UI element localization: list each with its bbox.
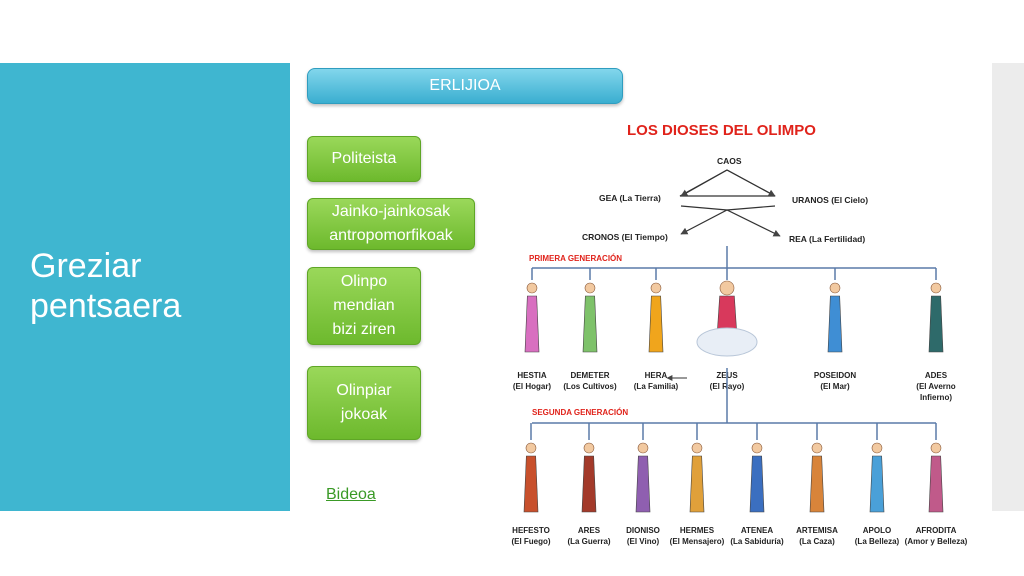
god-hera-figure [648, 295, 664, 353]
god-apolo-name: APOLO [863, 526, 891, 535]
god-atenea-head [751, 442, 763, 454]
god-poseidon-name: POSEIDON [814, 371, 856, 380]
god-atenea-role: (La Sabiduría) [730, 537, 784, 546]
god-dioniso-role: (El Vino) [627, 537, 660, 546]
antropomorfikoak-label: Jainko-jainkosak antropomorfikoak [329, 203, 453, 244]
god-artemisa-role: (La Caza) [799, 537, 835, 546]
god-poseidon-head [829, 282, 841, 294]
god-poseidon-figure [827, 295, 843, 353]
god-hermes-role: (El Mensajero) [670, 537, 725, 546]
olinpiar-jokoak-button[interactable]: Olinpiar jokoak [307, 366, 421, 440]
slide-title: Greziar pentsaera [30, 246, 181, 326]
god-hestia-figure [524, 295, 540, 353]
god-hestia-head [526, 282, 538, 294]
god-ades-figure [928, 295, 944, 353]
god-ades-role: (El Averno [916, 382, 956, 391]
god-dioniso-name: DIONISO [626, 526, 660, 535]
node-gea: GEA (La Tierra) [599, 193, 661, 203]
god-hera-role: (La Familia) [634, 382, 679, 391]
god-artemisa-head [811, 442, 823, 454]
arrow-to-rea [680, 205, 781, 237]
god-afrodita-role: (Amor y Belleza) [905, 537, 968, 546]
god-hestia-role: (El Hogar) [513, 382, 552, 391]
god-ares-name: ARES [578, 526, 601, 535]
god-demeter-figure [582, 295, 598, 353]
god-atenea-name: ATENEA [741, 526, 774, 535]
slide-title-line-2: pentsaera [30, 287, 182, 325]
node-cronos: CRONOS (El Tiempo) [582, 232, 668, 242]
node-caos: CAOS [717, 156, 742, 166]
caos-triangle [679, 169, 776, 197]
god-apolo-head [871, 442, 883, 454]
slide-title-line-1: Greziar [30, 247, 142, 285]
god-atenea-figure [749, 455, 765, 513]
arrow-caos-gea [680, 169, 728, 197]
god-apolo-role: (La Belleza) [855, 537, 900, 546]
god-apolo-figure [869, 455, 885, 513]
god-hermes-head [691, 442, 703, 454]
god-ades-head [930, 282, 942, 294]
erlijioa-button[interactable]: ERLIJIOA [307, 68, 623, 104]
god-hefesto-figure [523, 455, 539, 513]
label-primera-generacion: PRIMERA GENERACIÓN [529, 254, 622, 263]
antropomorfikoak-button[interactable]: Jainko-jainkosak antropomorfikoak [307, 198, 475, 250]
god-hefesto-name: HEFESTO [512, 526, 550, 535]
god-zeus-head [719, 280, 735, 296]
god-zeus-cloud [696, 327, 758, 357]
god-artemisa-figure [809, 455, 825, 513]
god-ares-role: (La Guerra) [567, 537, 610, 546]
god-dioniso-figure [635, 455, 651, 513]
god-ades-name: ADES [925, 371, 948, 380]
olinpo-button[interactable]: Olinpo mendian bizi ziren [307, 267, 421, 345]
bideoa-link[interactable]: Bideoa [326, 486, 376, 503]
god-hermes-name: HERMES [680, 526, 715, 535]
olinpiar-jokoak-label: Olinpiar jokoak [336, 382, 392, 423]
god-afrodita-figure [928, 455, 944, 513]
politeista-button[interactable]: Politeista [307, 136, 421, 182]
god-demeter-name: DEMETER [570, 371, 609, 380]
god-ares-head [583, 442, 595, 454]
god-dioniso-head [637, 442, 649, 454]
god-ades-role-2: Infierno) [920, 393, 952, 402]
god-hermes-figure [689, 455, 705, 513]
god-hefesto-role: (El Fuego) [511, 537, 550, 546]
god-artemisa-name: ARTEMISA [796, 526, 838, 535]
god-hefesto-head [525, 442, 537, 454]
node-rea: REA (La Fertilidad) [789, 234, 865, 244]
gen1-figures: HESTIA (El Hogar) DEMETER (Los Cultivos) HER… [513, 268, 956, 402]
olinpo-label: Olinpo mendian bizi ziren [332, 273, 396, 338]
left-title-panel [0, 63, 290, 511]
god-hera-name: HERA [645, 371, 668, 380]
god-demeter-role: (Los Cultivos) [563, 382, 617, 391]
god-afrodita-head [930, 442, 942, 454]
god-ares-figure [581, 455, 597, 513]
god-hera-head [650, 282, 662, 294]
diagram-title: LOS DIOSES DEL OLIMPO [627, 122, 816, 139]
gen2-figures: HEFESTO (El Fuego) ARES (La Guerra) DIONISO (… [511, 423, 968, 546]
god-afrodita-name: AFRODITA [916, 526, 957, 535]
god-poseidon-role: (El Mar) [820, 382, 850, 391]
arrow-caos-uranos [726, 169, 776, 197]
gods-family-tree: LOS DIOSES DEL OLIMPO CAOS GEA (La Tierr… [511, 122, 968, 546]
label-segunda-generacion: SEGUNDA GENERACIÓN [532, 408, 628, 417]
node-uranos: URANOS (El Cielo) [792, 195, 868, 205]
god-demeter-head [584, 282, 596, 294]
right-edge-strip [992, 63, 1024, 511]
arrow-to-cronos [680, 205, 776, 235]
politeista-label: Politeista [331, 150, 397, 167]
god-hestia-name: HESTIA [517, 371, 547, 380]
